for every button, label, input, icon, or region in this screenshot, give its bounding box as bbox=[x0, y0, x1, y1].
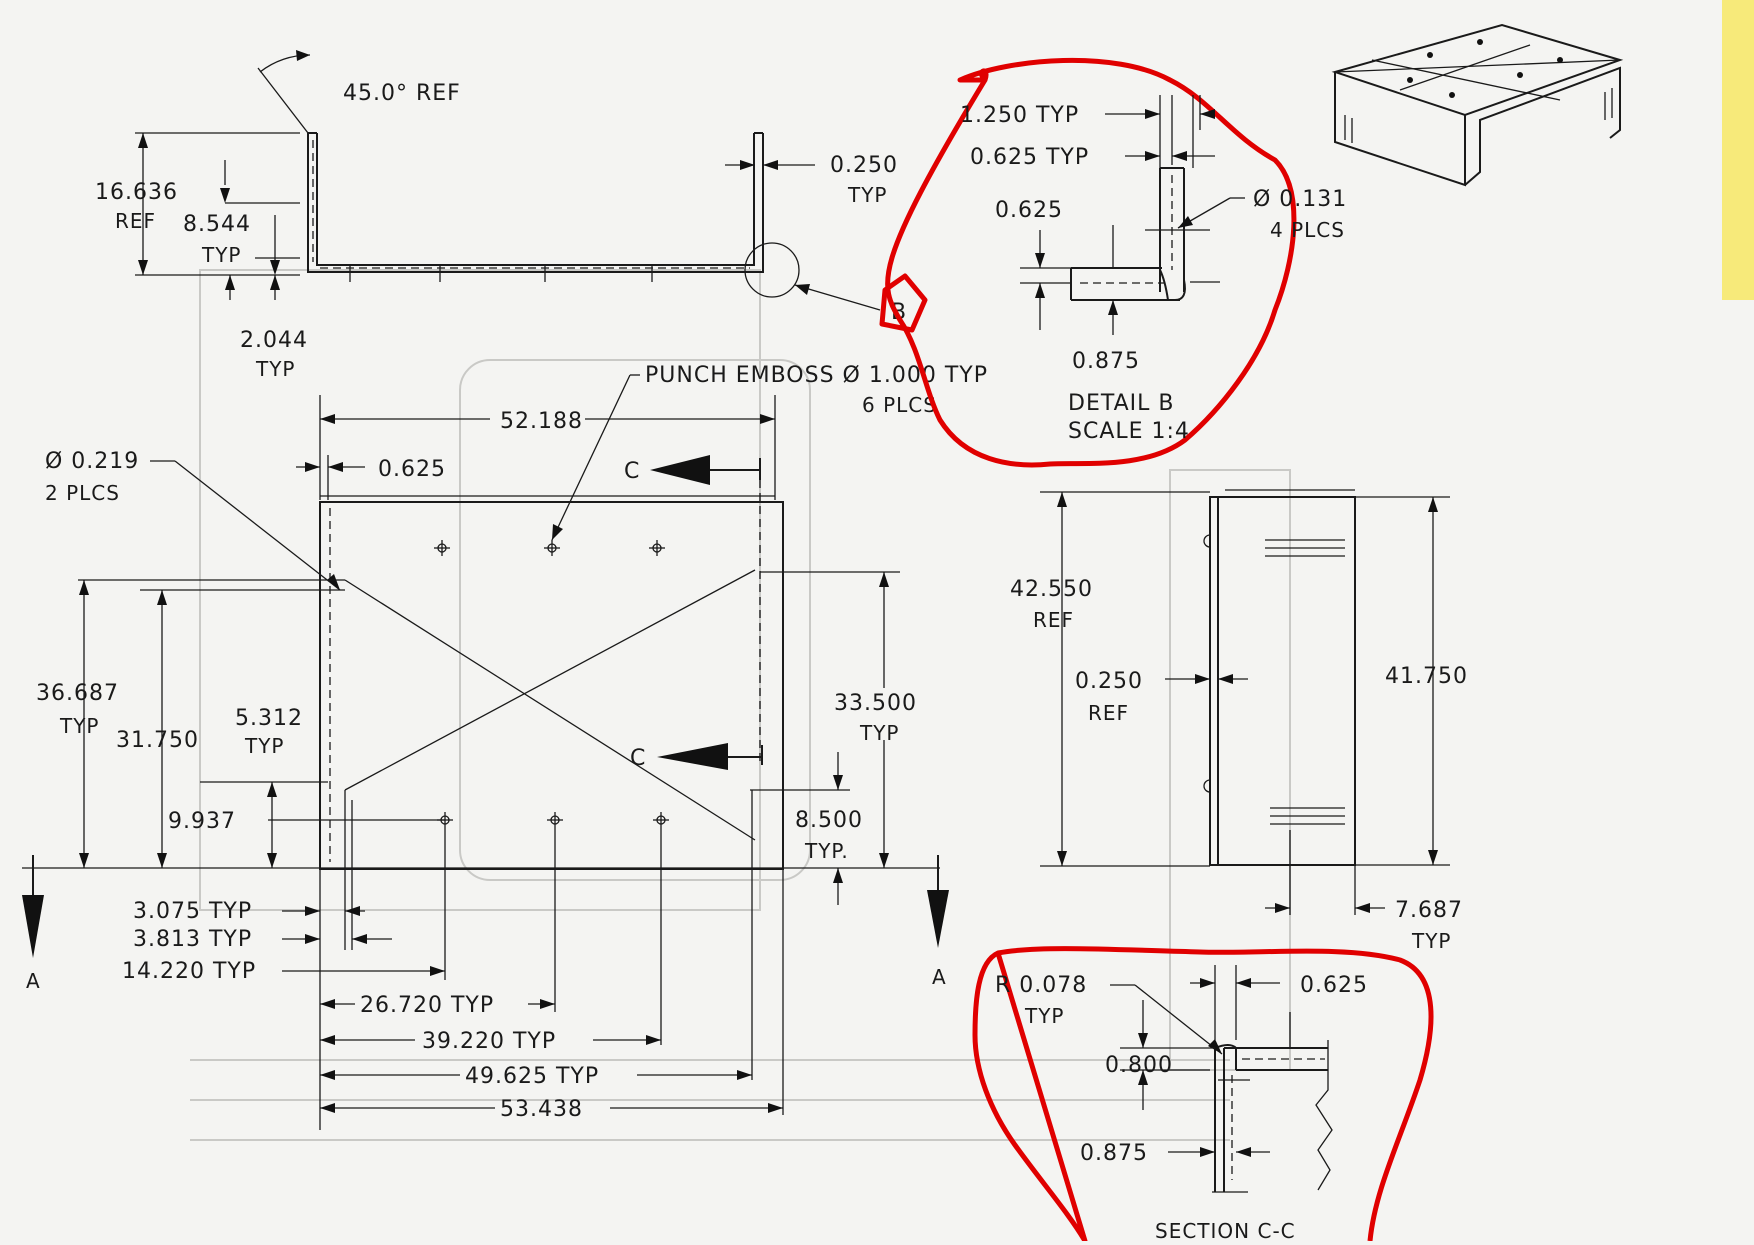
section-title: SECTION C-C bbox=[1155, 1219, 1296, 1241]
overall-height-note: TYP bbox=[59, 714, 100, 738]
front-view: 45.0° REF 16.636 REF 8.544 TYP 2.044 TYP… bbox=[95, 50, 928, 381]
dim-8500-note: TYP. bbox=[804, 839, 849, 863]
emboss-holes bbox=[434, 540, 669, 828]
detail-b-circle bbox=[744, 242, 800, 298]
detail-b: 1.250 TYP 0.625 TYP Ø 0.131 4 PLCS 0.625… bbox=[885, 57, 1347, 468]
section-dim-0800: 0.800 bbox=[1105, 1053, 1173, 1078]
dim-26720: 26.720 TYP bbox=[360, 993, 494, 1018]
bend-angle-label: 45.0° REF bbox=[343, 81, 461, 106]
front-profile-inner bbox=[316, 133, 755, 266]
overall-height-dimension: 36.687 bbox=[36, 681, 119, 706]
side-depth-dimension: 7.687 bbox=[1395, 898, 1463, 923]
plan-outline bbox=[319, 501, 784, 870]
section-c-letter-top: C bbox=[624, 459, 640, 484]
section-c-c: R 0.078 TYP 0.625 0.800 0.875 SECTION C-… bbox=[972, 946, 1434, 1244]
detail-b-scale: SCALE 1:4 bbox=[1068, 419, 1190, 444]
dim-39220: 39.220 TYP bbox=[422, 1029, 556, 1054]
height-note: REF bbox=[115, 209, 156, 233]
highlighter-strip bbox=[1722, 0, 1754, 300]
emboss-count: 6 PLCS bbox=[862, 393, 937, 417]
hole-diameter-label: Ø 0.219 bbox=[45, 449, 139, 474]
section-dim-0875: 0.875 bbox=[1080, 1141, 1148, 1166]
inner-height-dimension: 31.750 bbox=[116, 728, 199, 753]
offset-dimension: 2.044 bbox=[240, 328, 308, 353]
section-c-arrow-top bbox=[650, 455, 710, 485]
detail-b-dim-0625: 0.625 bbox=[995, 198, 1063, 223]
detail-b-title: DETAIL B bbox=[1068, 391, 1174, 416]
width-top-dimension: 52.188 bbox=[500, 409, 583, 434]
side-height-note: REF bbox=[1033, 608, 1074, 632]
flange-dimension: 8.544 bbox=[183, 212, 251, 237]
flange-note: TYP bbox=[201, 243, 242, 267]
dim-3813: 3.813 TYP bbox=[133, 927, 252, 952]
dim-5312-note: TYP bbox=[244, 734, 285, 758]
thickness-dimension: 0.250 bbox=[830, 153, 898, 178]
section-radius-note: TYP bbox=[1024, 1004, 1065, 1028]
section-c-arrow-bottom bbox=[657, 743, 728, 770]
section-a-letter-left: A bbox=[26, 969, 41, 993]
dim-33500-note: TYP bbox=[859, 721, 900, 745]
side-height-dimension: 42.550 bbox=[1010, 577, 1093, 602]
dim-53438: 53.438 bbox=[500, 1097, 583, 1122]
isometric-view bbox=[1331, 23, 1624, 187]
section-a-arrow-left bbox=[22, 895, 44, 958]
section-c-letter-bottom: C bbox=[630, 746, 646, 771]
dim-49625: 49.625 TYP bbox=[465, 1064, 599, 1089]
side-thickness-note: REF bbox=[1088, 701, 1129, 725]
side-depth-note: TYP bbox=[1411, 929, 1452, 953]
section-a-letter-right: A bbox=[932, 965, 947, 989]
dim-5312: 5.312 bbox=[235, 706, 303, 731]
front-profile-outer bbox=[307, 133, 764, 273]
dim-8500: 8.500 bbox=[795, 808, 863, 833]
dim-9937: 9.937 bbox=[168, 809, 236, 834]
offset-note: TYP bbox=[255, 357, 296, 381]
section-dim-0625: 0.625 bbox=[1300, 973, 1368, 998]
dim-14220: 14.220 TYP bbox=[122, 959, 256, 984]
section-radius-label: R 0.078 bbox=[995, 973, 1087, 998]
plan-view: PUNCH EMBOSS Ø 1.000 TYP 6 PLCS Ø 0.219 … bbox=[22, 363, 988, 1130]
detail-b-dim-0625-typ: 0.625 TYP bbox=[970, 145, 1089, 170]
detail-b-hole-note: 4 PLCS bbox=[1270, 218, 1345, 242]
emboss-note: PUNCH EMBOSS Ø 1.000 TYP bbox=[645, 363, 988, 388]
detail-b-dim-0875: 0.875 bbox=[1072, 349, 1140, 374]
markup-outline-section-cc bbox=[972, 946, 1434, 1244]
height-dimension: 16.636 bbox=[95, 180, 178, 205]
side-view: 42.550 REF 0.250 REF 41.750 7.687 TYP bbox=[1010, 489, 1468, 953]
hole-count-label: 2 PLCS bbox=[45, 481, 120, 505]
markup-circle-b bbox=[879, 273, 928, 333]
thickness-note: TYP bbox=[847, 183, 888, 207]
edge-offset-dimension: 0.625 bbox=[378, 457, 446, 482]
dim-3075: 3.075 TYP bbox=[133, 899, 252, 924]
markup-outline-detail-b bbox=[885, 57, 1297, 468]
side-inner-height: 41.750 bbox=[1385, 664, 1468, 689]
side-thickness-dimension: 0.250 bbox=[1075, 669, 1143, 694]
section-a-arrow-right bbox=[927, 890, 949, 948]
detail-b-dim-1250: 1.250 TYP bbox=[960, 103, 1079, 128]
detail-b-hole-label: Ø 0.131 bbox=[1253, 187, 1347, 212]
side-outline bbox=[1209, 496, 1356, 866]
dim-33500: 33.500 bbox=[834, 691, 917, 716]
